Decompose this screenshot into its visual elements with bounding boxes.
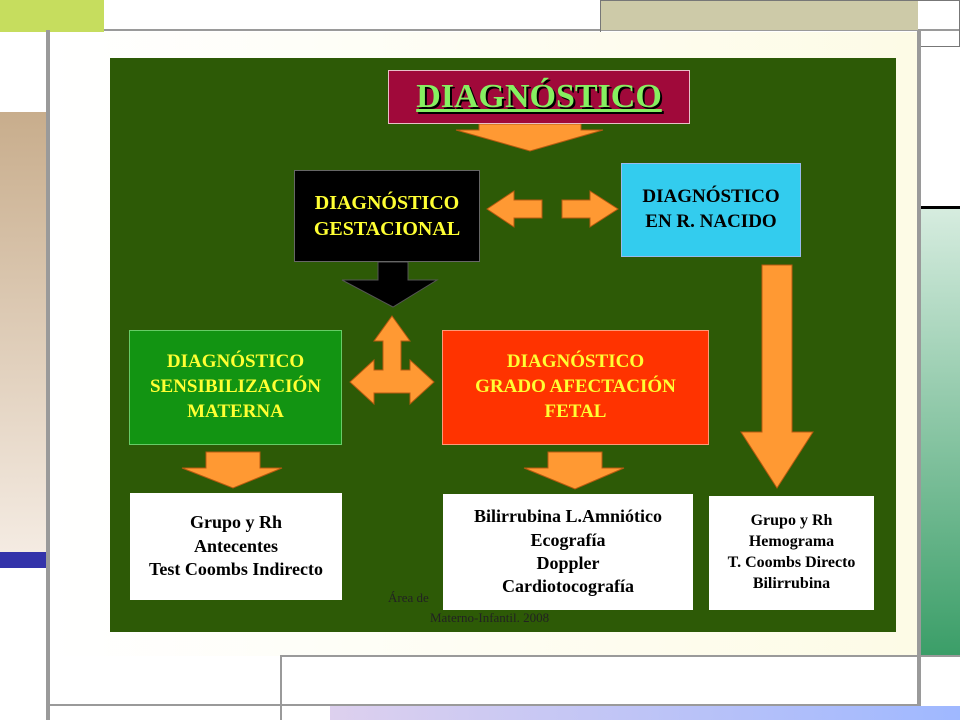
sensibilizacion-line-1: DIAGNÓSTICO	[166, 351, 305, 373]
title-down-arrow	[455, 123, 604, 152]
afectacion-line-1: DIAGNÓSTICO	[506, 351, 645, 373]
recien-nacido-box: DIAGNÓSTICO EN R. NACIDO	[621, 163, 801, 257]
list-materna-item-3: Test Coombs Indirecto	[148, 559, 323, 580]
list-fetal-item-4: Cardiotocografía	[502, 576, 634, 597]
gestacional-line-2: GESTACIONAL	[313, 218, 461, 240]
decor-left-rail	[46, 30, 50, 720]
decor-bottom-frame	[280, 655, 960, 720]
right-arrow	[561, 190, 619, 228]
footer-text-1: Área de	[388, 590, 429, 605]
title-text: DIAGNÓSTICO	[416, 77, 662, 115]
afectacion-line-3: FETAL	[544, 400, 607, 422]
list-fetal-item-2: Ecografía	[530, 529, 606, 550]
afectacion-box: DIAGNÓSTICO GRADO AFECTACIÓN FETAL	[442, 330, 709, 445]
list-rn-item-2: Hemograma	[748, 533, 835, 551]
recien-nacido-line-2: EN R. NACIDO	[645, 211, 777, 232]
left-arrow	[486, 190, 543, 228]
decor-right-divider	[921, 206, 960, 209]
list-fetal-box: Bilirrubina L.Amniótico Ecografía Dopple…	[443, 494, 693, 610]
four-way-arrow	[349, 315, 435, 406]
list-materna-item-1: Grupo y Rh	[189, 512, 282, 533]
list-materna-box: Grupo y Rh Antecentes Test Coombs Indire…	[130, 493, 342, 600]
list-rn-item-1: Grupo y Rh	[750, 512, 833, 530]
footer-text-2: Materno-Infantil. 2008	[430, 610, 550, 625]
gestacional-box: DIAGNÓSTICO GESTACIONAL	[294, 170, 480, 262]
decor-blue-bar	[0, 552, 46, 568]
gestacional-down-arrow	[341, 261, 439, 308]
list-rn-box: Grupo y Rh Hemograma T. Coombs Directo B…	[709, 496, 874, 610]
decor-frame-top	[104, 0, 960, 31]
decor-right-rail	[917, 30, 921, 720]
decor-tan-column	[0, 112, 46, 552]
sensibilizacion-box: DIAGNÓSTICO SENSIBILIZACIÓN MATERNA	[129, 330, 342, 445]
afectacion-line-2: GRADO AFECTACIÓN	[475, 376, 676, 398]
list-rn-item-4: Bilirrubina	[752, 574, 831, 592]
list-materna-item-2: Antecentes	[194, 535, 278, 556]
materna-down-arrow	[181, 451, 283, 489]
decor-teal-gradient	[921, 209, 960, 655]
decor-khaki-rect	[600, 0, 918, 30]
sensibilizacion-line-2: SENSIBILIZACIÓN	[149, 376, 322, 398]
title-box: DIAGNÓSTICO	[388, 70, 690, 124]
list-fetal-item-1: Bilirrubina L.Amniótico	[473, 506, 662, 527]
decor-lavender-bar	[330, 706, 960, 720]
fetal-down-arrow	[523, 451, 625, 490]
recien-nacido-line-1: DIAGNÓSTICO	[642, 186, 780, 208]
rn-down-arrow	[740, 264, 814, 489]
decor-bottom-line	[50, 704, 918, 706]
sensibilizacion-line-3: MATERNA	[187, 400, 284, 422]
list-fetal-item-3: Doppler	[536, 553, 600, 573]
list-rn-item-3: T. Coombs Directo	[727, 554, 856, 571]
decor-green-square	[0, 0, 104, 32]
gestacional-line-1: DIAGNÓSTICO	[314, 192, 460, 214]
